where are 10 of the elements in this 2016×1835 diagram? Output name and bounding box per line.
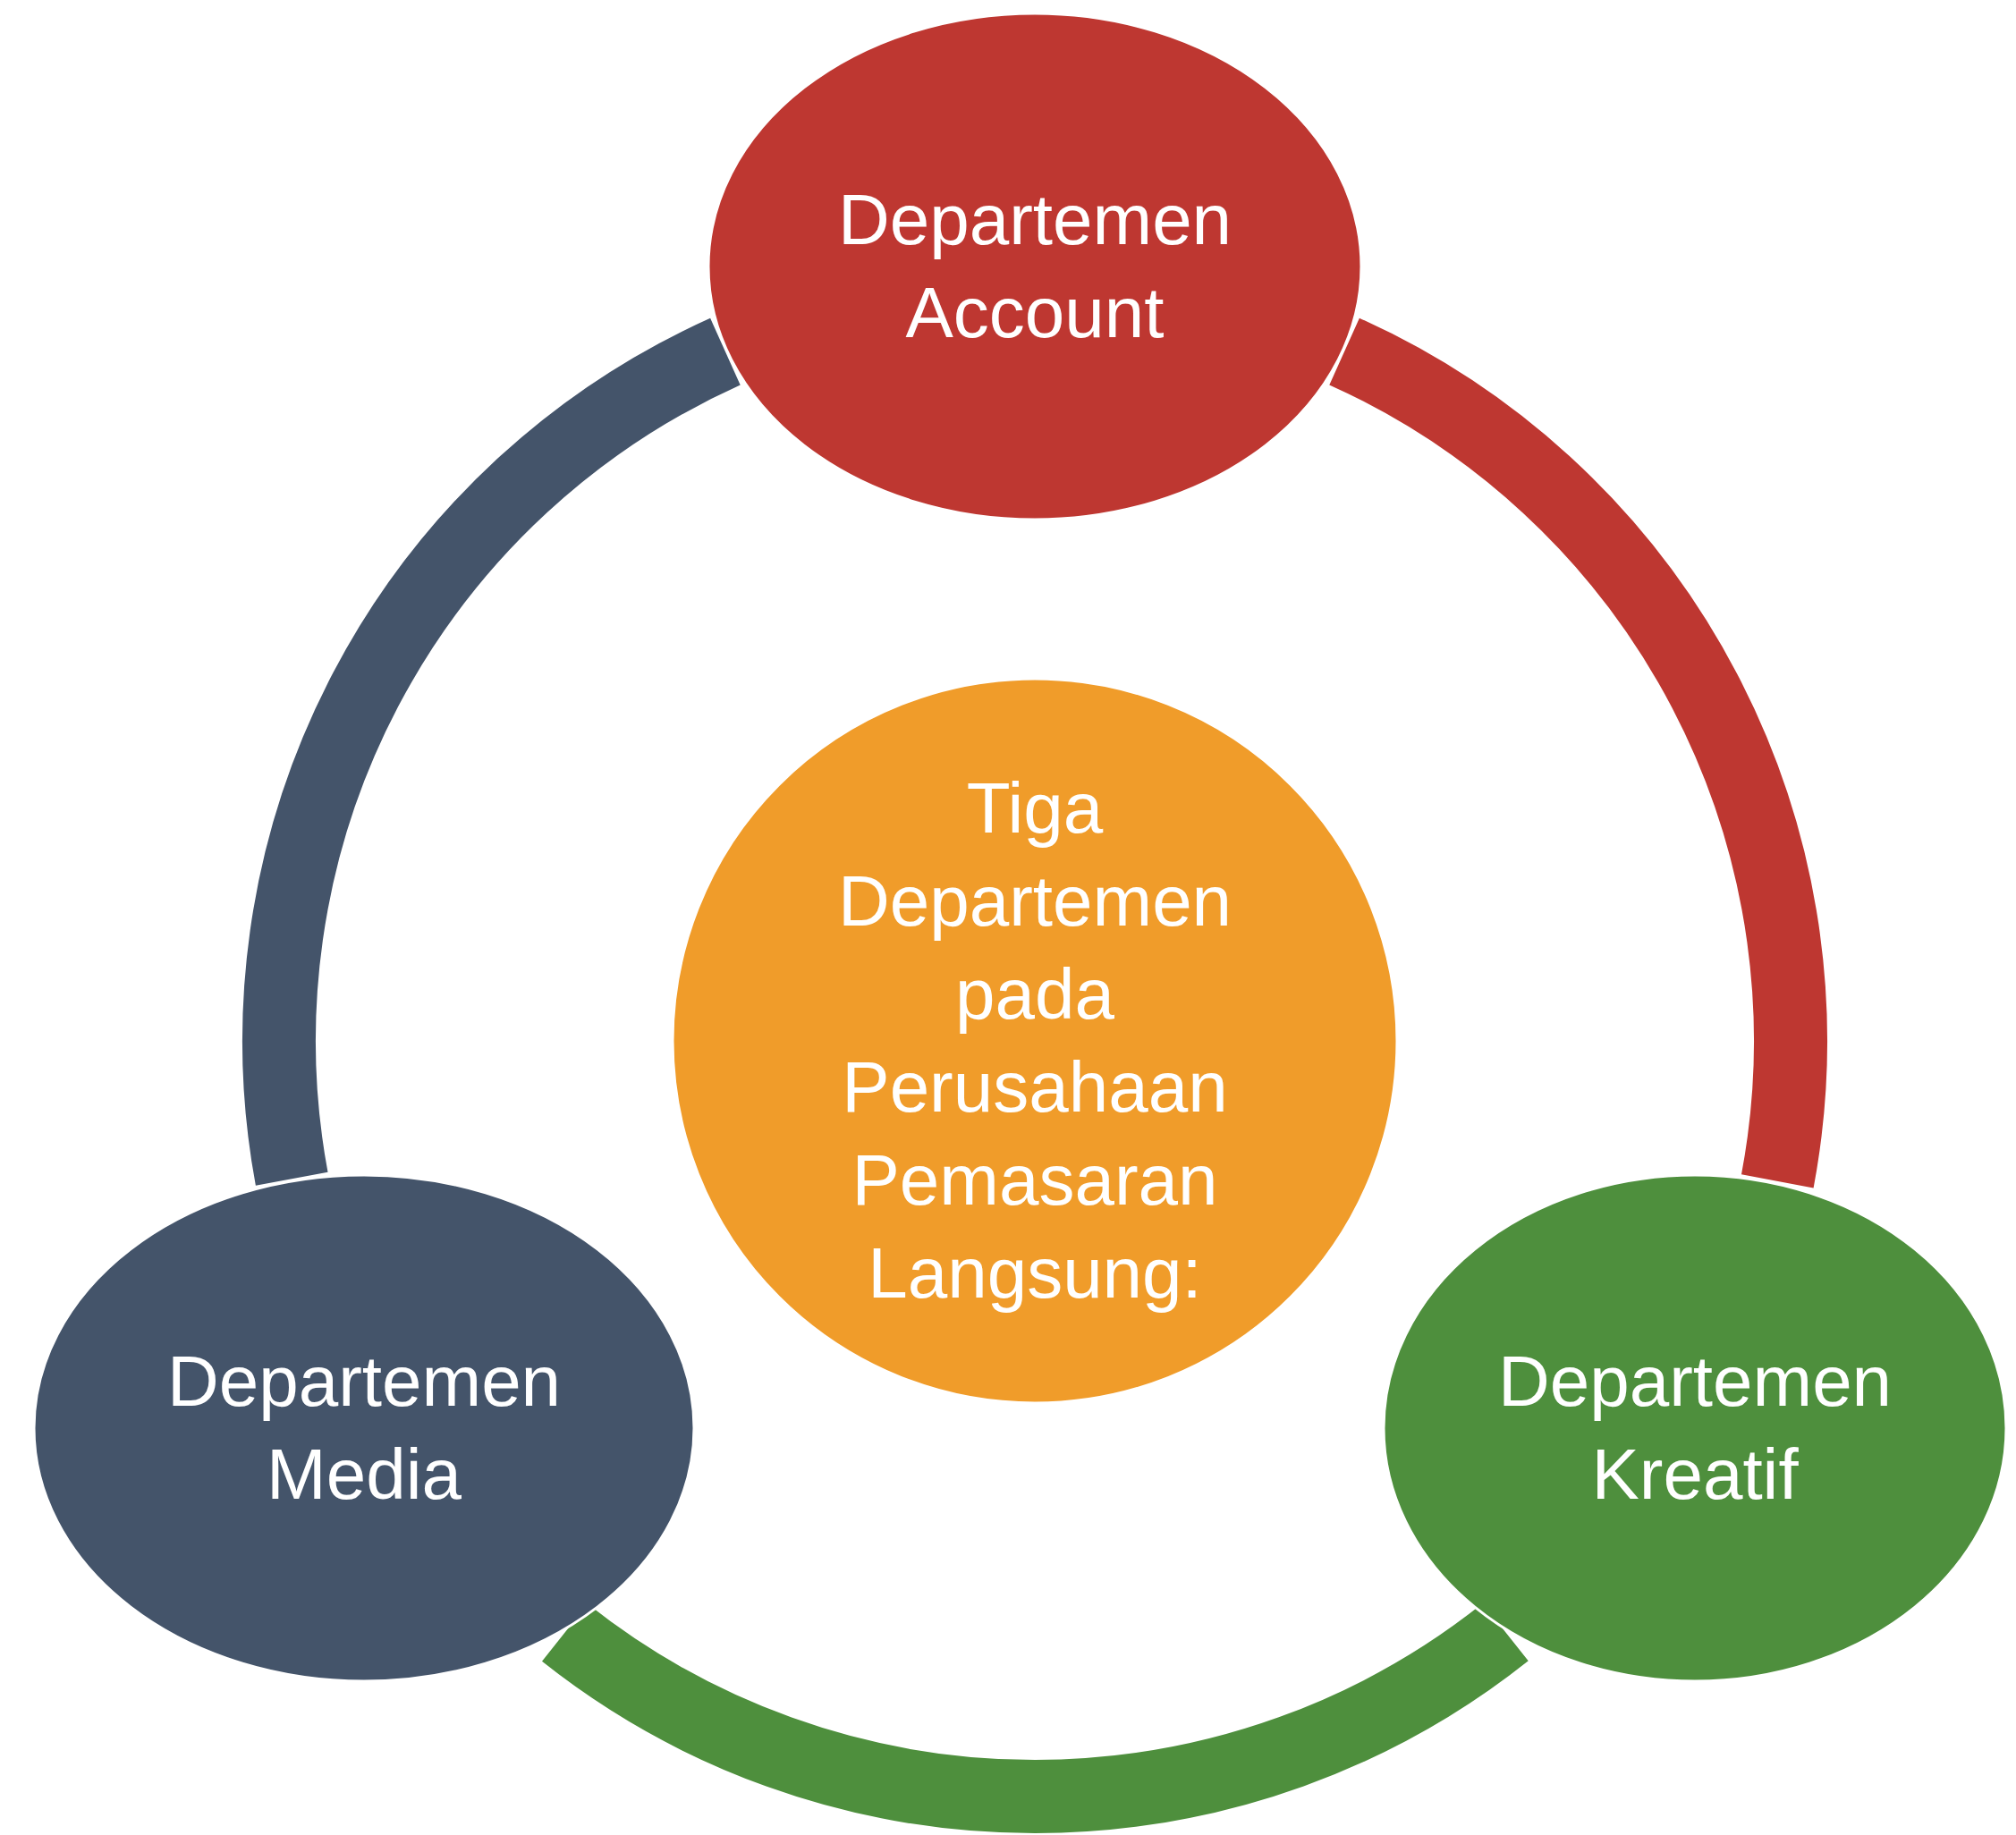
- center-circle: [671, 677, 1399, 1405]
- node-label: Departemen Account: [836, 179, 1233, 354]
- connector-arc: [243, 318, 742, 1184]
- department-ellipse: [32, 1173, 696, 1683]
- node-label: Tiga Departemen pada Perusahaan Pemasaran Langsung:: [836, 767, 1233, 1315]
- department-ellipse: [1382, 1173, 2008, 1683]
- node-label: Departemen Kreatif: [1496, 1340, 1893, 1516]
- node-label: Departemen Media: [165, 1340, 563, 1516]
- department-ellipse: [707, 12, 1363, 521]
- connector-arc: [1327, 318, 1826, 1186]
